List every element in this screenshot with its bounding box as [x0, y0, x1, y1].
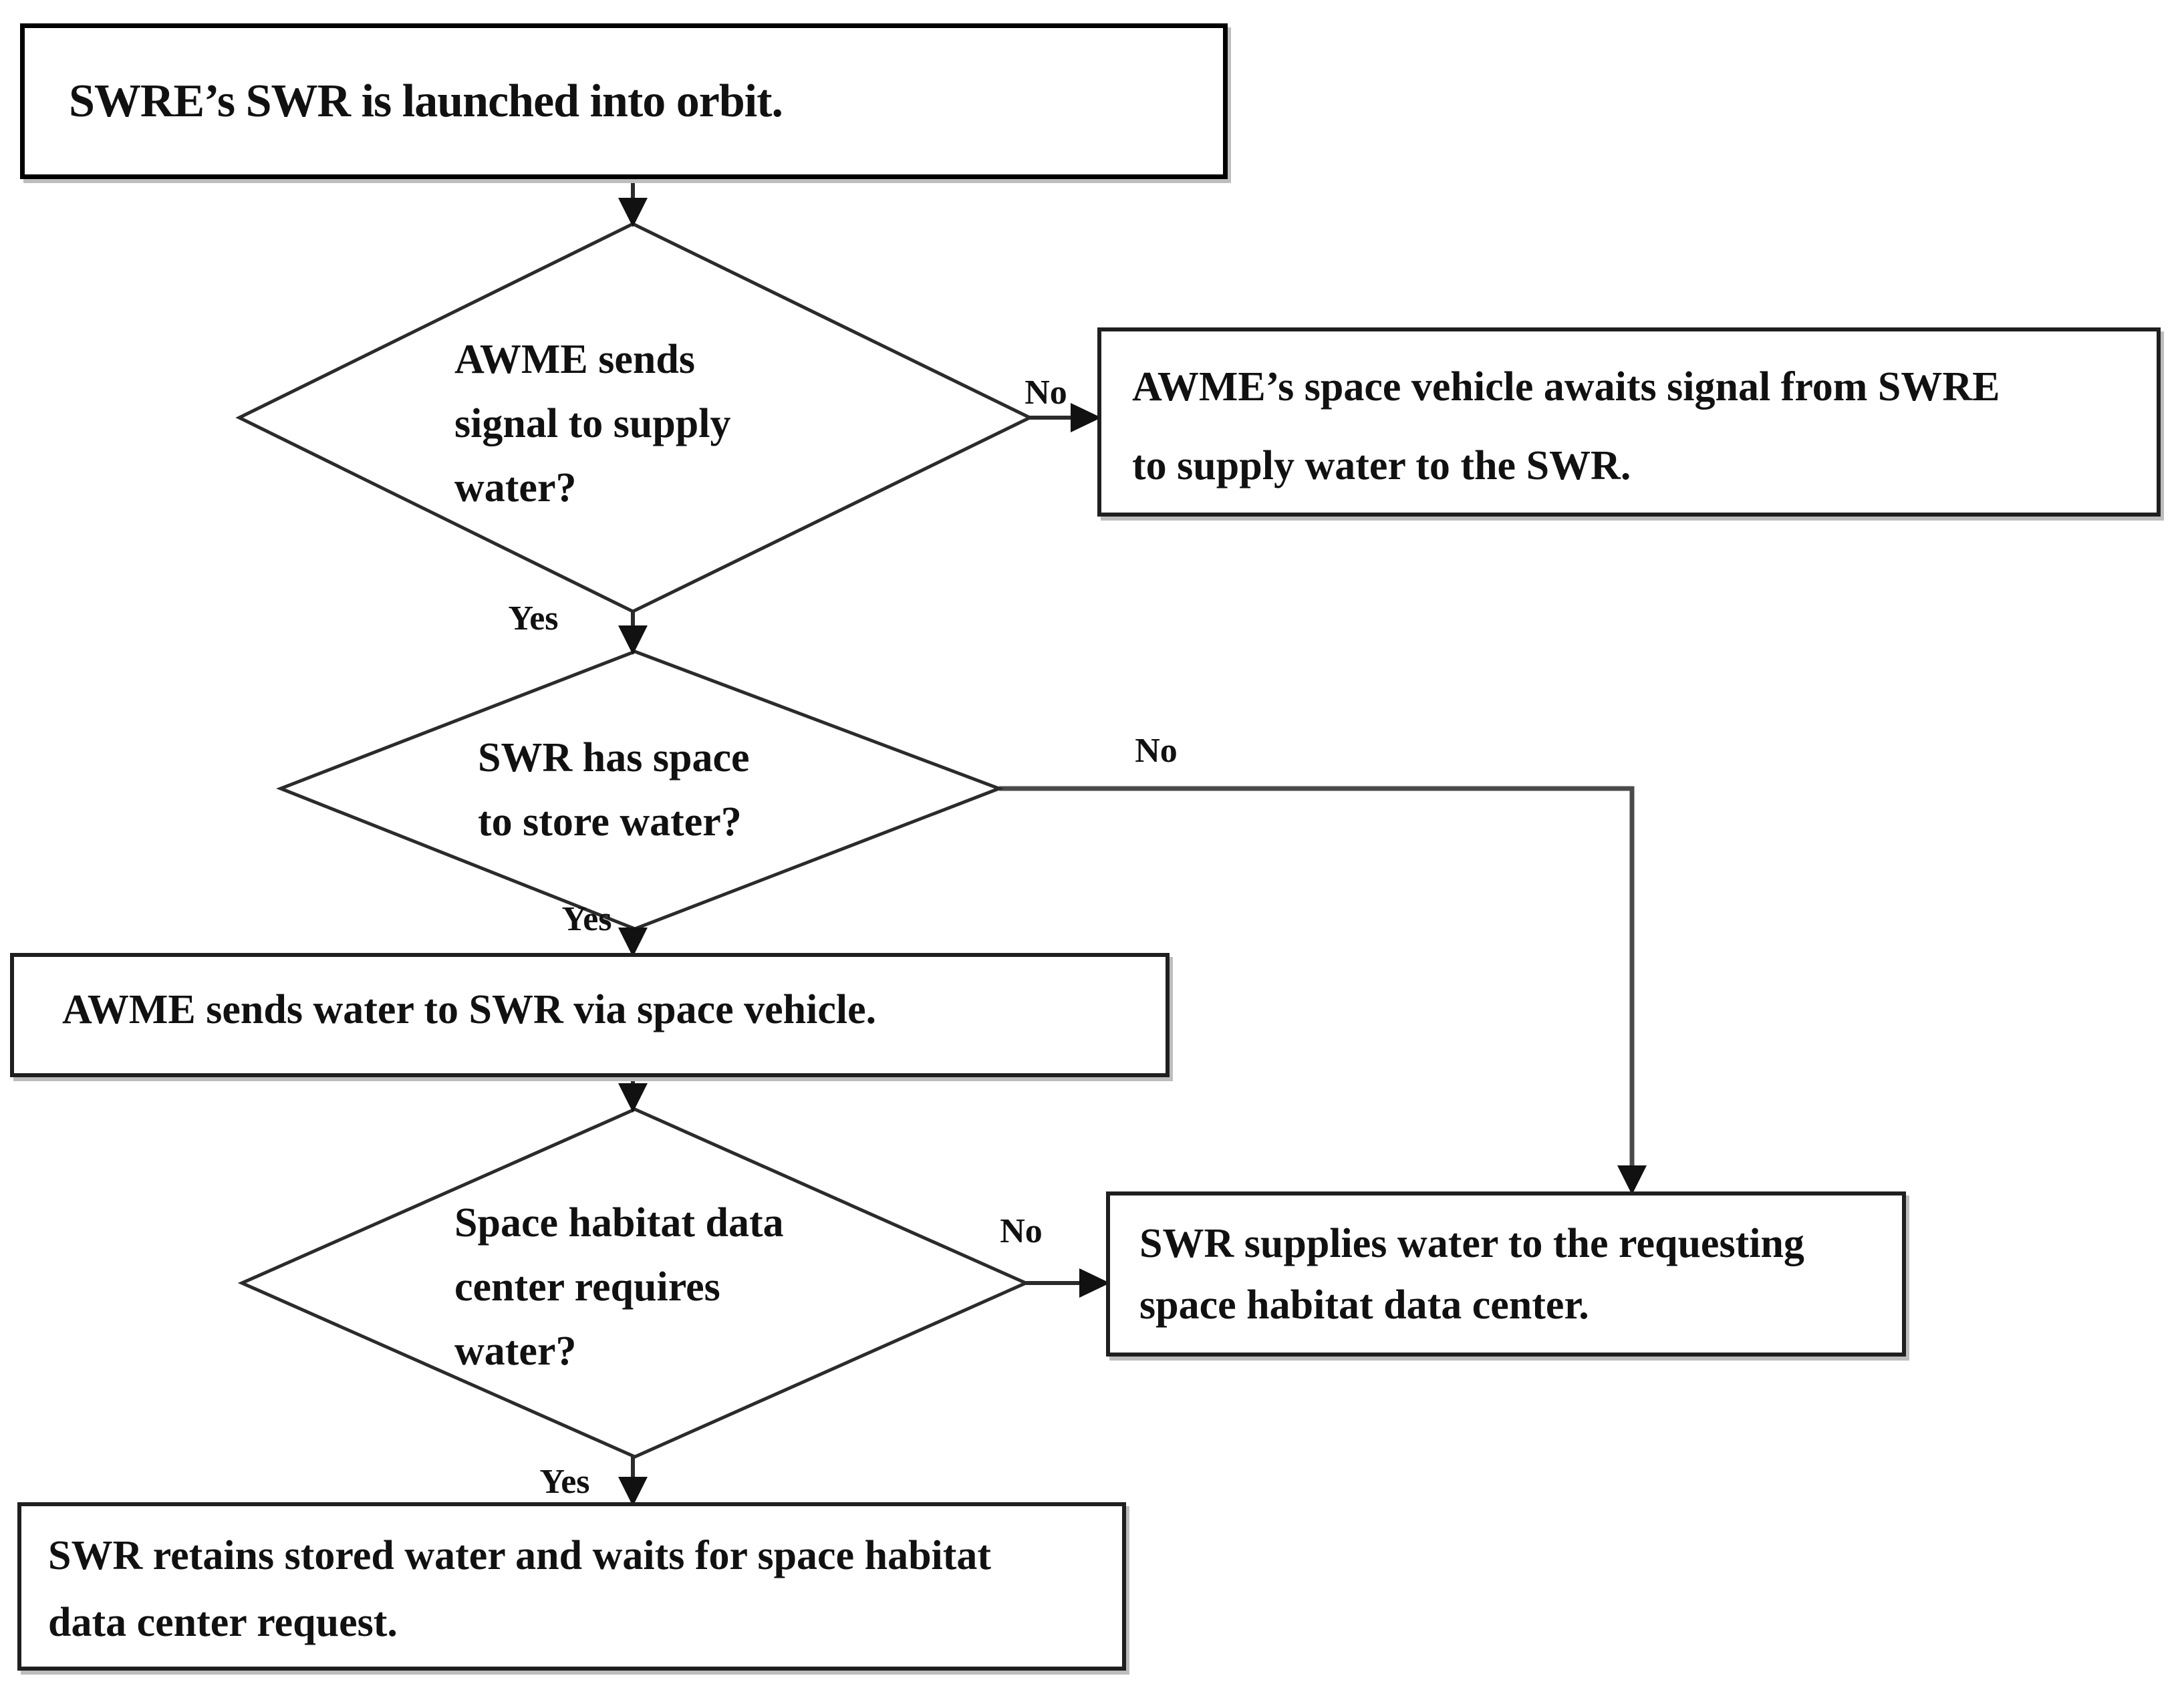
arrowhead-into-supply-box-left: [1079, 1268, 1110, 1298]
arrowhead-into-decision2: [618, 625, 648, 655]
edge-decision2-no: [999, 786, 1635, 1169]
edge-label-yes-decision2: Yes: [561, 900, 612, 938]
start-node-label: SWRE’s SWR is launched into orbit.: [69, 75, 783, 127]
arrowhead-into-await-box: [1071, 403, 1101, 432]
decision3-diamond: [237, 1107, 1031, 1459]
await-signal-line-2: to supply water to the SWR.: [1132, 442, 1631, 488]
supply-water-line-1: SWR supplies water to the requesting: [1139, 1220, 1804, 1266]
send-water-node-box: AWME sends water to SWR via space vehicl…: [10, 953, 1170, 1077]
retain-water-node-box: SWR retains stored water and waits for s…: [17, 1502, 1126, 1671]
retain-water-line-2: data center request.: [48, 1600, 398, 1645]
arrowhead-into-retain-box: [618, 1477, 648, 1506]
retain-water-line-1: SWR retains stored water and waits for s…: [48, 1533, 992, 1578]
edge-label-no-decision1: No: [1025, 374, 1067, 412]
edge-label-yes-decision3: Yes: [539, 1463, 590, 1501]
arrowhead-into-decision3: [618, 1083, 648, 1113]
send-water-label: AWME sends water to SWR via space vehicl…: [62, 986, 877, 1032]
decision2-line-2: to store water?: [478, 799, 742, 845]
decision1-line-3: water?: [454, 465, 577, 511]
edge-label-no-decision2: No: [1135, 732, 1178, 770]
supply-water-node-box: SWR supplies water to the requesting spa…: [1106, 1191, 1906, 1357]
decision3-line-3: water?: [454, 1328, 577, 1374]
decision3-line-1: Space habitat data: [454, 1200, 784, 1246]
decision2-line-1: SWR has space: [478, 735, 750, 781]
decision1-line-1: AWME sends: [454, 337, 696, 382]
await-signal-line-1: AWME’s space vehicle awaits signal from …: [1132, 364, 2000, 410]
supply-water-line-2: space habitat data center.: [1139, 1282, 1589, 1328]
arrowhead-into-send-box: [618, 928, 648, 957]
await-signal-node-box: AWME’s space vehicle awaits signal from …: [1097, 327, 2161, 517]
arrowhead-into-decision1: [618, 198, 648, 227]
decision3-line-2: center requires: [454, 1264, 720, 1310]
start-node-box: SWRE’s SWR is launched into orbit.: [20, 23, 1228, 179]
edge-label-yes-decision1: Yes: [508, 599, 559, 638]
decision1-text: AWME sends signal to supply water?: [454, 327, 731, 520]
arrowhead-into-supply-box-top: [1617, 1165, 1647, 1195]
decision2-text: SWR has space to store water?: [478, 726, 750, 854]
edge-label-no-decision3: No: [1000, 1212, 1043, 1250]
decision1-diamond: [235, 222, 1034, 613]
decision3-text: Space habitat data center requires water…: [454, 1191, 784, 1383]
decision1-line-2: signal to supply: [454, 401, 731, 446]
